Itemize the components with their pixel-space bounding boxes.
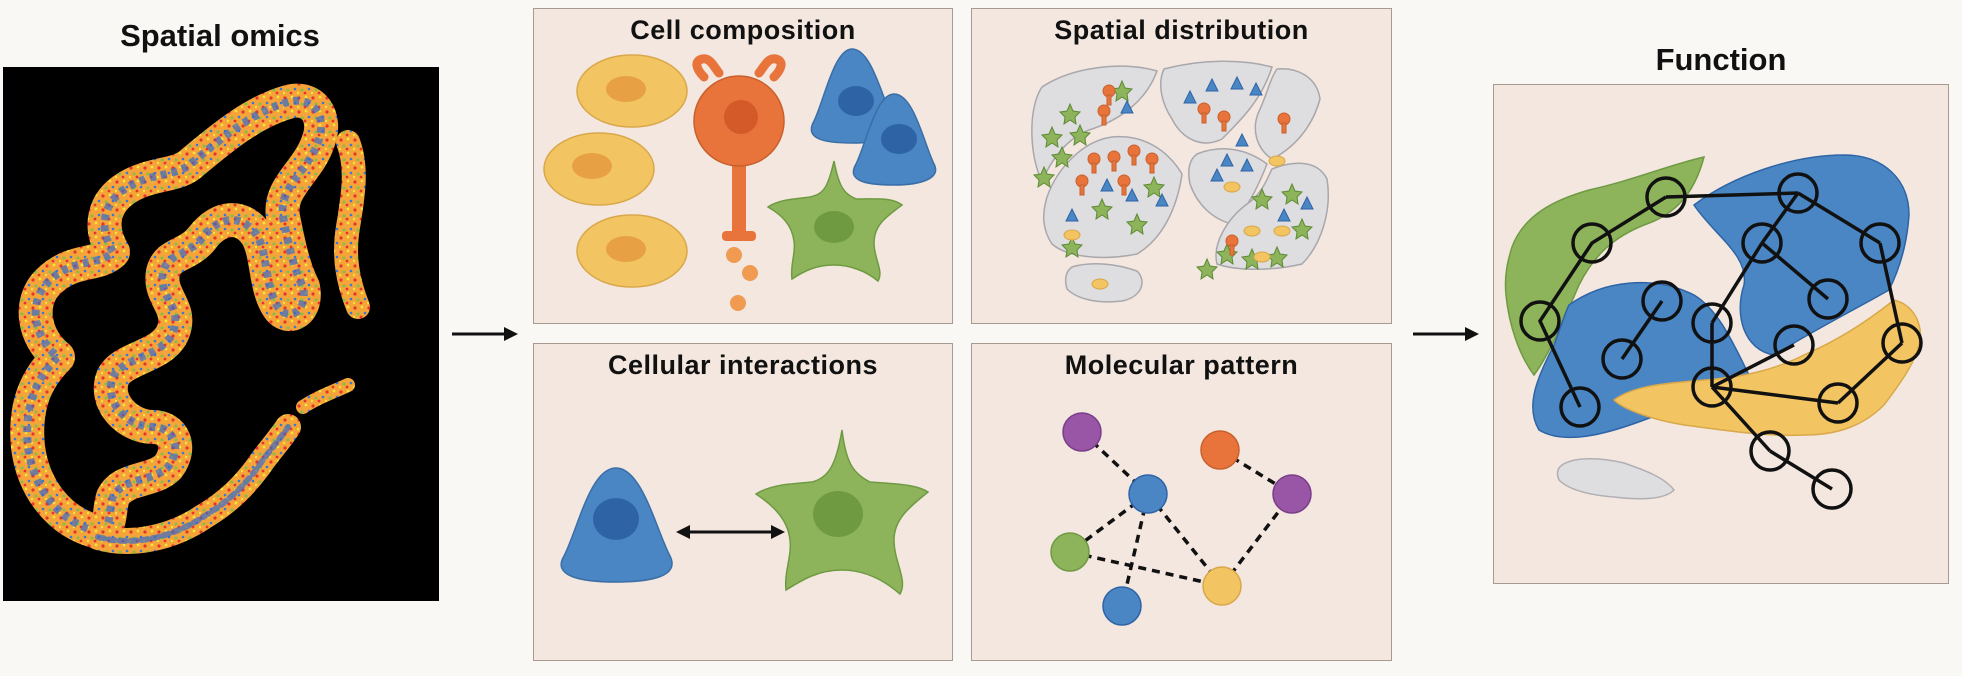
molecular-pattern-graphic [1050,412,1312,626]
panel-spatial-distribution: Spatial distribution [971,8,1392,324]
arrow-right [1413,327,1479,341]
blue-cell [560,467,673,583]
interaction-arrow [676,525,785,539]
spatial-distribution-graphic [1031,60,1329,303]
panel-title: Spatial distribution [1054,15,1309,45]
panel-cell-composition: Cell composition [533,8,953,324]
molecule-edges [1068,430,1294,607]
cellular-interactions-graphic [560,429,930,596]
panel-title: Molecular pattern [1064,350,1299,380]
yellow-cell [543,132,655,206]
arrow-left [452,327,518,341]
function-edges [1537,191,1904,491]
function-nodes [1519,172,1923,510]
function-graphic [1504,154,1923,510]
panel-molecular-pattern: Molecular pattern [971,343,1392,661]
panel-title: Cellular interactions [607,350,879,380]
region-cells [1032,75,1314,290]
spatial-omics-title: Spatial omics [120,18,320,53]
function-title: Function [1655,42,1787,77]
function-panel [1493,84,1949,584]
green-star-cell [766,160,904,283]
molecule-nodes [1050,412,1312,626]
cell-composition-graphic [543,48,937,311]
orange-neuron-cell [692,54,786,311]
yellow-cell [576,54,688,128]
panel-title: Cell composition [630,15,856,45]
function-regions [1504,154,1921,500]
green-star-cell [754,429,930,596]
spatial-omics-image [3,67,439,601]
blue-cell [852,93,937,186]
tissue-ribbon-graphic [10,83,370,554]
yellow-cell [576,214,688,288]
panel-cellular-interactions: Cellular interactions [533,343,953,661]
